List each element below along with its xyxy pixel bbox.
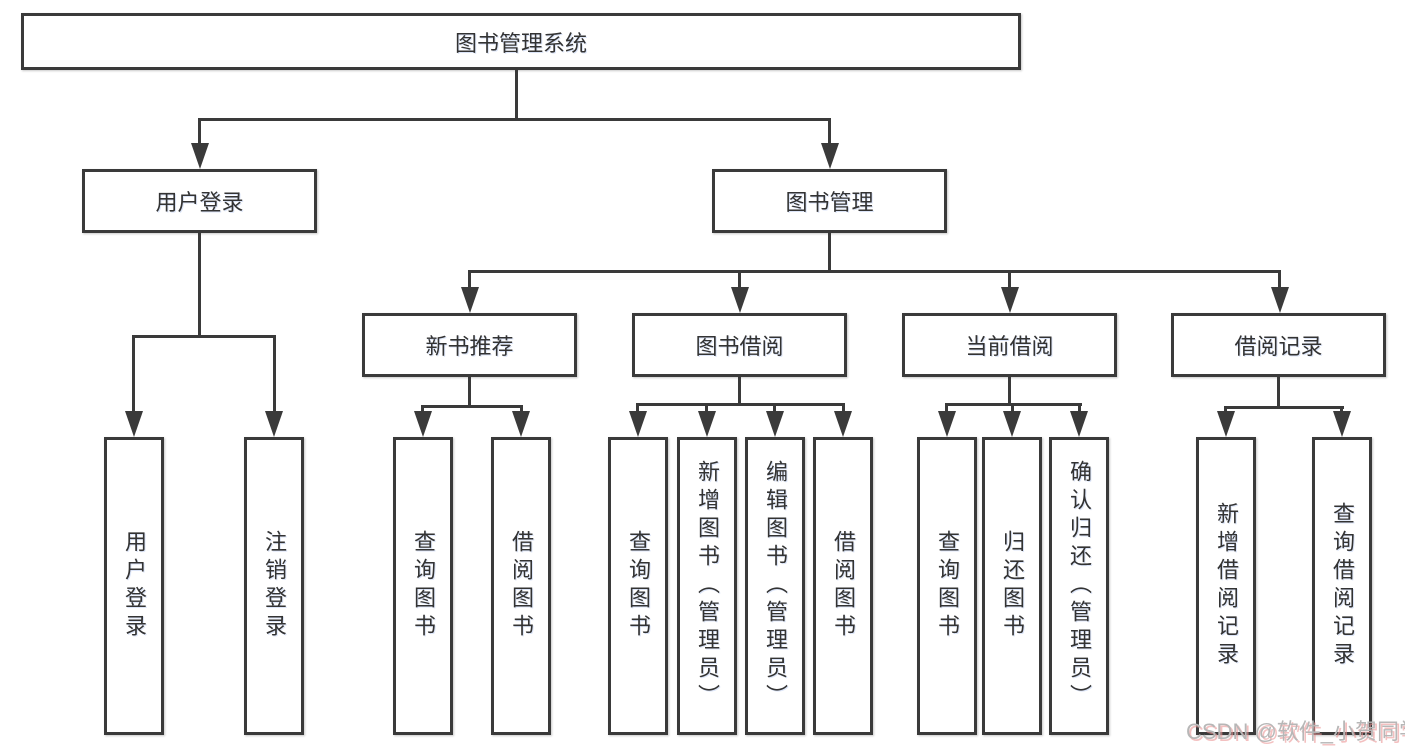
connector-line (828, 233, 831, 273)
node-book-management: 图书管理 (712, 169, 947, 233)
leaf-borrow-book-2: 借阅图书 (813, 437, 873, 735)
leaf-logout: 注销登录 (244, 437, 304, 735)
leaf-label: 编辑图书（管理员） (763, 460, 788, 712)
leaf-label: 借阅图书 (831, 530, 856, 642)
leaf-confirm-return-admin: 确认归还（管理员） (1049, 437, 1109, 735)
arrow-down-icon (1271, 287, 1289, 313)
arrow-down-icon (461, 287, 479, 313)
connector-line (636, 403, 639, 415)
connector-line (421, 405, 523, 408)
csdn-watermark: CSDN @软件_小贺同学 (1186, 719, 1405, 744)
node-new-book-recommendation: 新书推荐 (362, 313, 577, 377)
leaf-label: 查询图书 (411, 530, 436, 642)
leaf-label: 查询图书 (626, 530, 651, 642)
node-label: 借阅记录 (1234, 334, 1323, 359)
arrow-down-icon (1001, 287, 1019, 313)
arrow-down-icon (766, 411, 784, 437)
arrow-down-icon (731, 287, 749, 313)
leaf-query-borrow-record: 查询借阅记录 (1312, 437, 1372, 735)
arrow-down-icon (1217, 411, 1235, 437)
connector-line (738, 377, 741, 406)
connector-line (705, 403, 708, 415)
node-current-borrowing: 当前借阅 (902, 313, 1117, 377)
node-label: 当前借阅 (965, 334, 1054, 359)
connector-line (1224, 406, 1344, 409)
node-label: 图书管理 (785, 190, 874, 215)
leaf-query-book-1: 查询图书 (393, 437, 453, 735)
arrow-down-icon (1003, 411, 1021, 437)
node-label: 新书推荐 (425, 334, 514, 359)
connector-line (1277, 377, 1280, 409)
arrow-down-icon (938, 411, 956, 437)
arrow-down-icon (821, 143, 839, 169)
arrow-down-icon (629, 411, 647, 437)
connector-line (468, 270, 1281, 273)
connector-line (198, 118, 201, 146)
connector-line (773, 403, 776, 415)
leaf-query-book-2: 查询图书 (608, 437, 668, 735)
node-root-library-system: 图书管理系统 (21, 13, 1021, 70)
arrow-down-icon (125, 411, 143, 437)
connector-line (636, 403, 845, 406)
leaf-label: 查询借阅记录 (1330, 502, 1355, 670)
connector-line (945, 403, 948, 415)
connector-line (132, 335, 135, 415)
leaf-edit-book-admin: 编辑图书（管理员） (745, 437, 805, 735)
leaf-label: 注销登录 (262, 530, 287, 642)
connector-line (1011, 403, 1014, 415)
arrow-down-icon (512, 411, 530, 437)
node-borrowing-records: 借阅记录 (1171, 313, 1386, 377)
connector-line (515, 70, 518, 121)
leaf-borrow-book-1: 借阅图书 (491, 437, 551, 735)
connector-line (738, 270, 741, 290)
leaf-label: 新增借阅记录 (1214, 502, 1239, 670)
arrow-down-icon (414, 411, 432, 437)
leaf-label: 查询图书 (935, 530, 960, 642)
leaf-label: 确认归还（管理员） (1067, 460, 1092, 712)
connector-line (842, 403, 845, 415)
connector-line (1078, 403, 1081, 415)
connector-line (132, 335, 275, 338)
arrow-down-icon (834, 411, 852, 437)
arrow-down-icon (698, 411, 716, 437)
connector-line (1008, 270, 1011, 290)
node-label: 图书借阅 (695, 334, 784, 359)
connector-line (198, 118, 831, 121)
arrow-down-icon (1333, 411, 1351, 437)
leaf-label: 用户登录 (122, 530, 147, 642)
node-book-borrowing: 图书借阅 (632, 313, 847, 377)
connector-line (828, 118, 831, 146)
leaf-label: 归还图书 (1000, 530, 1025, 642)
connector-line (198, 233, 201, 337)
node-label: 用户登录 (155, 190, 244, 215)
connector-line (1278, 270, 1281, 290)
leaf-label: 借阅图书 (509, 530, 534, 642)
leaf-user-login: 用户登录 (104, 437, 164, 735)
connector-line (1008, 377, 1011, 406)
node-label: 图书管理系统 (454, 30, 587, 56)
connector-line (468, 377, 471, 408)
leaf-query-book-3: 查询图书 (917, 437, 977, 735)
connector-line (273, 335, 276, 415)
leaf-add-book-admin: 新增图书（管理员） (677, 437, 737, 735)
arrow-down-icon (191, 143, 209, 169)
leaf-return-book: 归还图书 (982, 437, 1042, 735)
connector-line (468, 270, 471, 290)
node-user-login: 用户登录 (82, 169, 317, 233)
leaf-add-borrow-record: 新增借阅记录 (1196, 437, 1256, 735)
leaf-label: 新增图书（管理员） (695, 460, 720, 712)
arrow-down-icon (1070, 411, 1088, 437)
arrow-down-icon (265, 411, 283, 437)
